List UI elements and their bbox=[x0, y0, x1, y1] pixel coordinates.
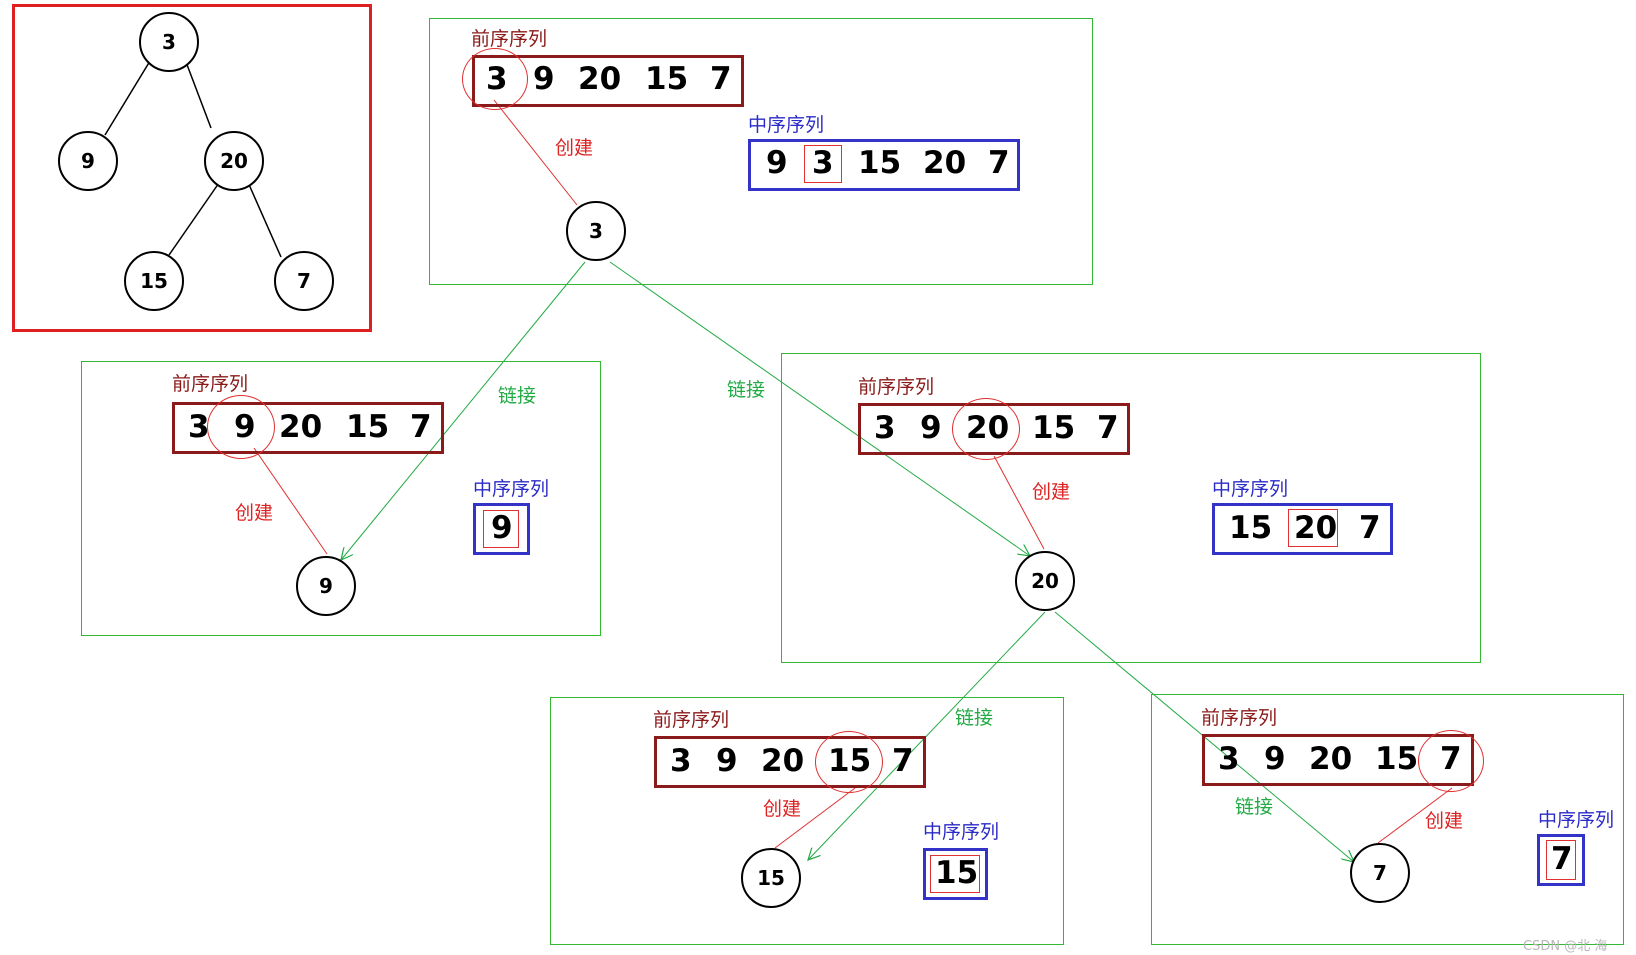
tree-node-20: 20 bbox=[204, 131, 264, 191]
preorder-value: 15 bbox=[1375, 741, 1419, 777]
create-line-9 bbox=[253, 447, 328, 555]
preorder-label: 前序序列 bbox=[653, 709, 730, 731]
built-node-3: 3 bbox=[566, 201, 626, 261]
create-line-20 bbox=[993, 455, 1045, 550]
inorder-box bbox=[1537, 834, 1585, 886]
reference-tree-frame bbox=[12, 4, 372, 332]
built-node-9: 9 bbox=[296, 556, 356, 616]
preorder-label: 前序序列 bbox=[1201, 707, 1278, 729]
inorder-box bbox=[923, 848, 988, 900]
create-label: 创建 bbox=[763, 798, 802, 820]
step-panel-right-left bbox=[550, 697, 1064, 945]
inorder-root-marker bbox=[483, 510, 519, 548]
preorder-value: 7 bbox=[410, 409, 432, 445]
inorder-value: 9 bbox=[766, 145, 788, 181]
preorder-box bbox=[654, 736, 926, 788]
tree-node-7: 7 bbox=[274, 251, 334, 311]
step-panel-right bbox=[781, 353, 1481, 663]
inorder-value: 7 bbox=[988, 145, 1010, 181]
inorder-label: 中序序列 bbox=[748, 114, 825, 136]
built-node-7: 7 bbox=[1350, 843, 1410, 903]
link-label: 链接 bbox=[955, 707, 994, 729]
inorder-root-marker bbox=[1288, 509, 1338, 547]
tree-edge-20-15 bbox=[168, 179, 222, 256]
selected-root-marker bbox=[207, 395, 275, 459]
preorder-value: 9 bbox=[716, 743, 738, 779]
preorder-value: 9 bbox=[533, 61, 555, 97]
watermark: CSDN @北 海 bbox=[1523, 939, 1608, 954]
inorder-value: 15 bbox=[935, 855, 979, 891]
inorder-box bbox=[1212, 503, 1393, 555]
preorder-value: 3 bbox=[670, 743, 692, 779]
preorder-value: 15 bbox=[1032, 410, 1076, 446]
create-line-7 bbox=[1377, 787, 1453, 844]
create-line-15 bbox=[774, 787, 856, 849]
create-label: 创建 bbox=[1032, 481, 1071, 503]
step-panel-right-right bbox=[1151, 694, 1624, 945]
inorder-label: 中序序列 bbox=[1538, 809, 1615, 831]
link-line-3-20 bbox=[609, 261, 1030, 556]
inorder-label: 中序序列 bbox=[473, 478, 550, 500]
inorder-value: 3 bbox=[812, 145, 834, 181]
selected-root-marker bbox=[952, 398, 1020, 460]
create-line-3 bbox=[493, 99, 578, 206]
link-label: 链接 bbox=[727, 379, 766, 401]
preorder-value: 15 bbox=[645, 61, 689, 97]
inorder-root-marker bbox=[804, 145, 842, 183]
tree-edge-3-9 bbox=[104, 60, 151, 136]
preorder-label: 前序序列 bbox=[172, 373, 249, 395]
inorder-box bbox=[748, 139, 1020, 191]
preorder-value: 20 bbox=[761, 743, 805, 779]
preorder-box bbox=[172, 402, 444, 454]
preorder-value: 15 bbox=[346, 409, 390, 445]
inorder-label: 中序序列 bbox=[1212, 478, 1289, 500]
built-node-15: 15 bbox=[741, 848, 801, 908]
step-panel-left bbox=[81, 361, 601, 636]
inorder-root-marker bbox=[930, 855, 980, 893]
preorder-value: 3 bbox=[1218, 741, 1240, 777]
preorder-value: 3 bbox=[188, 409, 210, 445]
preorder-label: 前序序列 bbox=[858, 376, 935, 398]
tree-edge-3-20 bbox=[185, 61, 212, 129]
tree-node-15: 15 bbox=[124, 251, 184, 311]
tree-node-3: 3 bbox=[139, 12, 199, 72]
selected-root-marker bbox=[815, 731, 883, 793]
create-label: 创建 bbox=[555, 137, 594, 159]
selected-root-marker bbox=[1418, 730, 1484, 792]
link-label: 链接 bbox=[498, 385, 537, 407]
create-label: 创建 bbox=[1425, 810, 1464, 832]
tree-edge-20-7 bbox=[246, 179, 282, 258]
inorder-value: 20 bbox=[1294, 510, 1338, 546]
selected-root-marker bbox=[462, 48, 528, 110]
preorder-value: 7 bbox=[710, 61, 732, 97]
inorder-value: 15 bbox=[1229, 510, 1273, 546]
create-label: 创建 bbox=[235, 502, 274, 524]
inorder-value: 9 bbox=[491, 510, 513, 546]
built-node-20: 20 bbox=[1015, 551, 1075, 611]
preorder-value: 20 bbox=[1309, 741, 1353, 777]
preorder-value: 9 bbox=[1264, 741, 1286, 777]
inorder-box bbox=[473, 503, 530, 555]
step-panel-root bbox=[429, 18, 1093, 285]
link-label: 链接 bbox=[1235, 796, 1274, 818]
preorder-value: 20 bbox=[578, 61, 622, 97]
inorder-root-marker bbox=[1546, 840, 1576, 880]
inorder-value: 15 bbox=[858, 145, 902, 181]
preorder-value: 3 bbox=[874, 410, 896, 446]
preorder-value: 7 bbox=[1097, 410, 1119, 446]
inorder-value: 7 bbox=[1551, 841, 1573, 877]
inorder-value: 7 bbox=[1359, 510, 1381, 546]
inorder-label: 中序序列 bbox=[923, 821, 1000, 843]
preorder-value: 7 bbox=[892, 743, 914, 779]
preorder-value: 20 bbox=[279, 409, 323, 445]
inorder-value: 20 bbox=[923, 145, 967, 181]
link-line-3-9 bbox=[341, 261, 586, 560]
link-line-20-15 bbox=[808, 611, 1046, 860]
tree-node-9: 9 bbox=[58, 131, 118, 191]
preorder-value: 9 bbox=[920, 410, 942, 446]
preorder-label: 前序序列 bbox=[471, 28, 548, 50]
